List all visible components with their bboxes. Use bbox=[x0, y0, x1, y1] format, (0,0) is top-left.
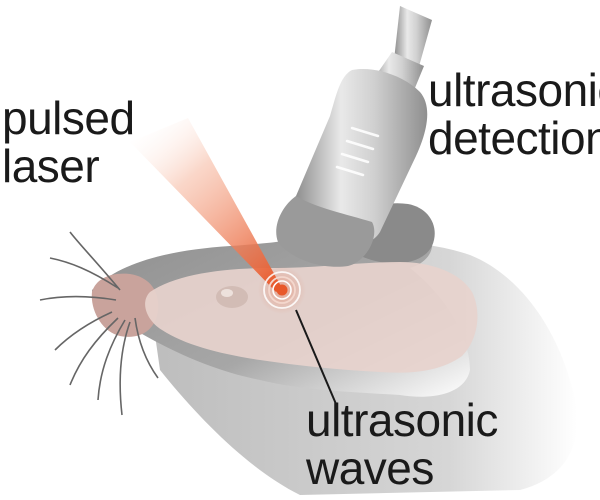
label-ultrasonic-waves-line1: ultrasonic bbox=[306, 394, 498, 446]
label-ultrasonic-detection-line1: ultrasonic bbox=[428, 64, 600, 116]
mouse-eye-highlight bbox=[221, 289, 233, 297]
label-pulsed-laser: pulsed laser bbox=[2, 94, 135, 190]
probe-head bbox=[276, 196, 375, 267]
label-pulsed-laser-line2: laser bbox=[2, 140, 100, 192]
mouse-eye bbox=[216, 286, 248, 308]
whiskers bbox=[39, 231, 159, 416]
ultrasound-probe bbox=[276, 6, 432, 267]
probe-cable bbox=[394, 6, 432, 70]
label-pulsed-laser-line1: pulsed bbox=[2, 92, 135, 144]
ultrasonic-ring-outer bbox=[263, 271, 301, 309]
laser-focus-dot bbox=[276, 284, 288, 296]
label-ultrasonic-detection-line2: detection bbox=[428, 112, 600, 164]
probe-handle bbox=[294, 68, 428, 247]
probe-grip-lines bbox=[335, 126, 380, 177]
laser-beam bbox=[130, 118, 282, 292]
ultrasonic-ring-middle bbox=[268, 276, 296, 304]
label-ultrasonic-waves: ultrasonic waves bbox=[306, 396, 498, 492]
label-ultrasonic-detection: ultrasonic detection bbox=[428, 66, 600, 162]
mouse-snout bbox=[91, 273, 159, 337]
label-ultrasonic-waves-line2: waves bbox=[306, 442, 434, 494]
ultrasonic-ring-inner bbox=[272, 280, 292, 300]
waves-pointer-line bbox=[295, 309, 337, 405]
